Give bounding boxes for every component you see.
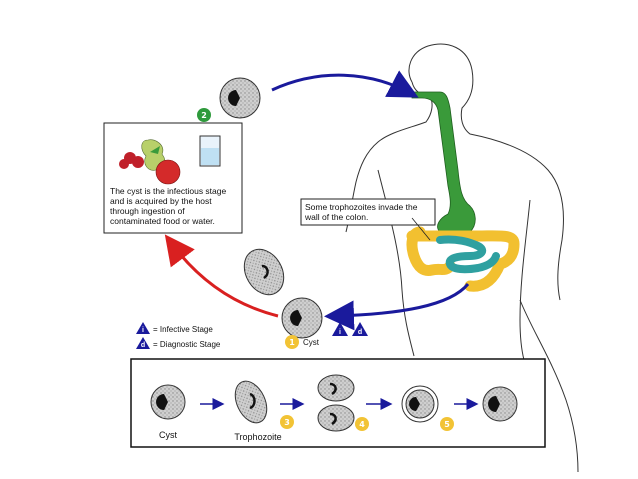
cyst-top [219,77,261,119]
svg-text:i: i [339,329,341,336]
step-2-badge: 2 [197,108,211,122]
svg-text:d: d [141,342,145,349]
colon [406,226,520,292]
trophozoite-left [243,248,285,296]
legend-diagnostic: = Diagnostic Stage [153,340,221,349]
arrow-to-food [164,234,279,318]
colon-note-box [300,198,436,241]
panel-cyst [150,384,186,420]
cyst-center [281,297,323,339]
svg-text:5: 5 [444,420,450,429]
svg-text:4: 4 [359,420,365,429]
panel-trophozoite-label: Trophozoite [234,432,281,442]
panel-cyst-label: Cyst [159,430,177,440]
arrow-from-colon [324,283,470,331]
svg-text:2: 2 [201,111,207,120]
cyst-stage-markers: i d [332,322,368,336]
svg-text:d: d [358,329,362,336]
food-box-caption: The cyst is the infectious stage and is … [110,186,227,226]
legend: i = Infective Stage d = Diagnostic Stage [136,322,221,349]
svg-text:i: i [142,327,144,334]
cyst-label: Cyst [303,338,320,347]
arrow-to-mouth [271,70,419,98]
step-4-badge: 4 [355,417,369,431]
panel-final-cyst [482,386,518,422]
food-box [103,122,243,234]
panel-encysting [401,385,439,423]
step-5-badge: 5 [440,417,454,431]
svg-text:3: 3 [284,418,290,427]
panel-dividing [317,374,355,432]
step-3-badge: 3 [280,415,294,429]
panel-trophozoite [234,380,268,424]
colon-note-text: Some trophozoites invade the wall of the… [305,202,418,222]
step-1-badge: 1 [285,335,299,349]
svg-text:1: 1 [289,338,295,347]
legend-infective: = Infective Stage [153,325,213,334]
small-intestine [436,235,500,274]
bottom-panel: 3 4 5 Cyst Tro [130,358,546,448]
